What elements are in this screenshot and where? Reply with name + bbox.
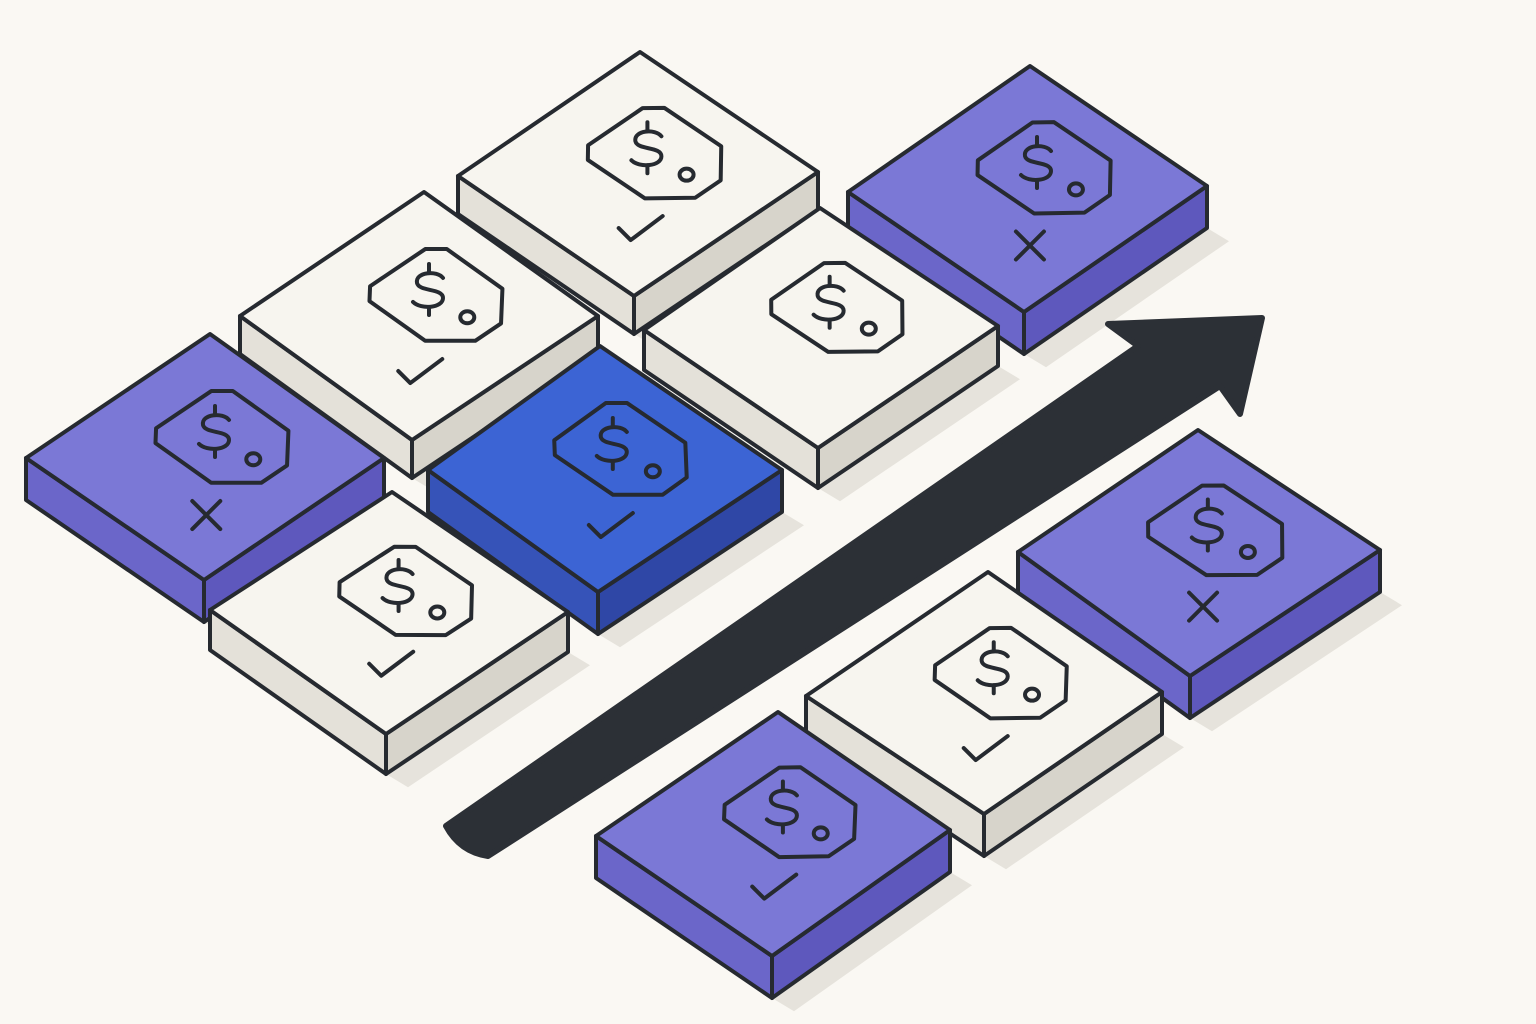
tag-outline [552,401,689,497]
tile-top-face [594,710,952,958]
tile-shadow [1190,592,1402,732]
price-tag-icon [337,544,474,638]
tag-outline [367,247,505,343]
tag-hole [1238,543,1257,560]
price-tile-lower-left [208,490,570,776]
check-mark-icon [396,357,445,386]
tag-outline [585,105,724,201]
price-tag-icon [552,401,689,497]
tile-top-face [238,190,600,442]
tag-hole [677,166,696,183]
tag-outline [975,120,1113,216]
tile-top-face [846,64,1209,314]
price-tile-top-center [456,50,820,336]
price-tag-icon [367,247,505,343]
dollar-sign-icon [380,558,415,614]
price-tag-icon [585,105,724,201]
dollar-sign-icon [1019,135,1053,191]
tag-hole [1066,181,1085,198]
price-tile-upper-left [238,190,600,480]
check-mark-icon [961,734,1010,763]
up-right-arrow-icon [443,315,1265,859]
tile-top-face [208,490,570,736]
price-tag-icon [975,120,1113,216]
x-mark-icon [190,499,223,532]
tile-shadow [598,512,804,648]
tag-outline [337,544,474,638]
tag-hole [458,309,477,326]
check-mark-icon [616,214,665,243]
tile-top-face [24,332,386,582]
price-tag-icon [769,260,905,354]
tile-shadow [984,734,1184,870]
tag-hole [643,463,662,480]
check-mark-icon [586,511,635,540]
tile-top-face [642,206,1000,450]
tile-top-face [1016,428,1382,678]
tag-hole [244,451,263,468]
x-mark-icon [1013,229,1046,262]
tag-outline [1146,483,1285,578]
check-mark-icon [367,649,416,678]
dollar-sign-icon [197,403,231,459]
price-tag-icon [932,625,1069,721]
tile-grid [24,50,1382,1000]
price-tile-top-right [846,64,1209,356]
tag-outline [722,765,858,860]
tag-hole [1023,686,1042,703]
dollar-sign-icon [411,261,445,317]
dollar-sign-icon [594,415,629,471]
price-tag-icon [722,765,858,860]
price-tag-icon [153,389,291,485]
tag-hole [428,604,447,621]
tag-outline [769,260,905,354]
tile-top-face [426,344,784,594]
tile-shadow [386,652,590,788]
dollar-sign-icon [811,274,846,330]
tile-top-face [804,570,1164,816]
tag-hole [859,320,878,337]
dollar-sign-icon [629,120,664,176]
arrow-shape [443,315,1265,859]
price-tile-lower-right [1016,428,1382,720]
price-tile-center [426,344,784,636]
price-tile-bottom-middle [804,570,1164,858]
tag-outline [932,625,1069,721]
tile-shadow [772,872,972,1012]
price-tile-bottom-front [594,710,952,1000]
price-tile-middle-right [642,206,1000,490]
price-tile-far-left [24,332,386,624]
x-mark-icon [1187,590,1220,623]
tag-hole [811,825,830,842]
check-mark-icon [750,872,799,901]
tile-top-face [456,50,820,298]
dollar-sign-icon [975,640,1010,696]
tile-shadow [1024,228,1229,368]
tile-shadow [818,366,1020,502]
dollar-sign-icon [1189,497,1224,553]
tag-outline [153,389,291,485]
price-tag-icon [1146,483,1285,578]
dollar-sign-icon [764,779,799,835]
